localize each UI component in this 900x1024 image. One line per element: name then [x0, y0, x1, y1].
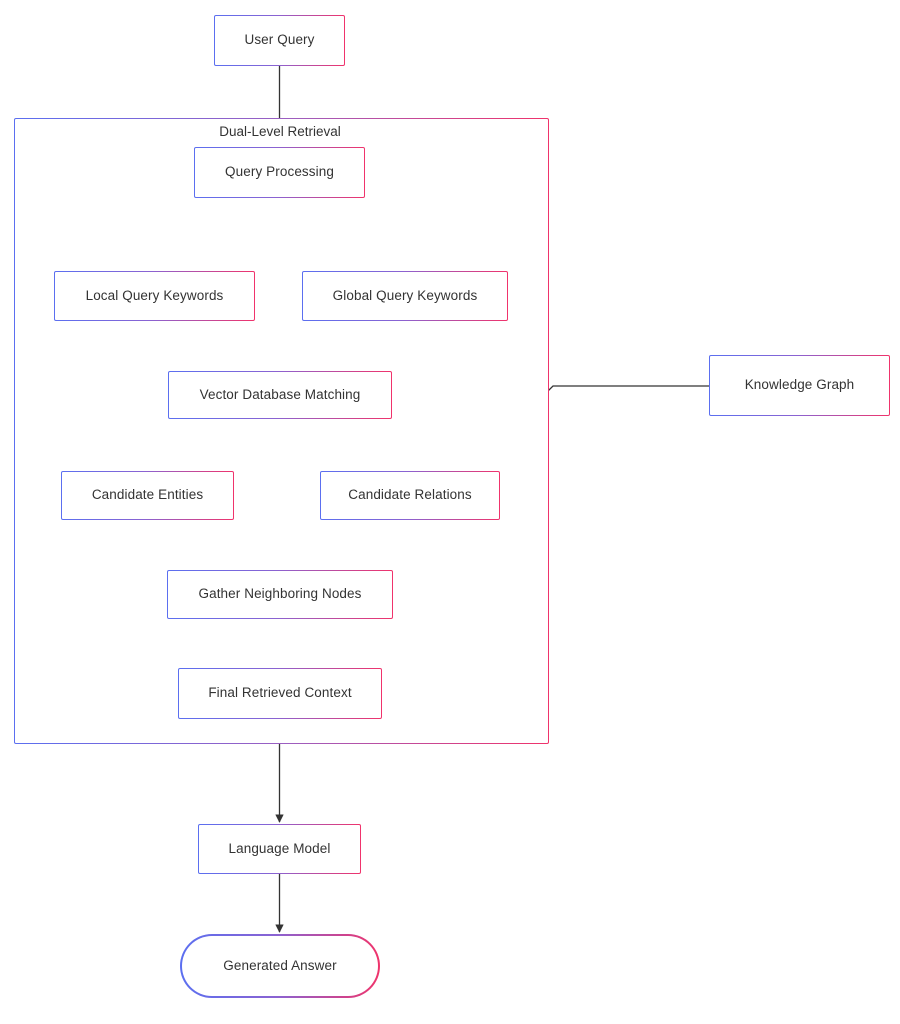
- subgraph-dual-level-retrieval: [14, 118, 549, 744]
- node-final-retrieved-context[interactable]: Final Retrieved Context: [178, 668, 382, 719]
- node-language-model-body: Language Model: [199, 825, 360, 873]
- node-vector-database-matching-label: Vector Database Matching: [199, 386, 361, 402]
- node-final-retrieved-context-label: Final Retrieved Context: [208, 685, 352, 701]
- node-knowledge-graph-body: Knowledge Graph: [710, 356, 889, 415]
- node-gather-neighboring-nodes-body: Gather Neighboring Nodes: [168, 571, 392, 618]
- node-generated-answer[interactable]: Generated Answer: [180, 934, 380, 998]
- node-vector-database-matching[interactable]: Vector Database Matching: [168, 371, 392, 419]
- node-query-processing-label: Query Processing: [225, 164, 334, 180]
- node-candidate-relations-body: Candidate Relations: [321, 472, 499, 519]
- node-language-model[interactable]: Language Model: [198, 824, 361, 874]
- subgraph-body: [15, 119, 548, 743]
- node-generated-answer-body: Generated Answer: [181, 935, 379, 997]
- node-query-processing[interactable]: Query Processing: [194, 147, 365, 198]
- node-candidate-relations[interactable]: Candidate Relations: [320, 471, 500, 520]
- node-candidate-entities[interactable]: Candidate Entities: [61, 471, 234, 520]
- node-language-model-label: Language Model: [228, 840, 331, 856]
- subgraph-title-dual-level-retrieval: Dual-Level Retrieval: [219, 124, 341, 139]
- node-knowledge-graph[interactable]: Knowledge Graph: [709, 355, 890, 416]
- node-candidate-relations-label: Candidate Relations: [348, 487, 472, 503]
- node-gather-neighboring-nodes[interactable]: Gather Neighboring Nodes: [167, 570, 393, 619]
- node-candidate-entities-body: Candidate Entities: [62, 472, 233, 519]
- node-global-query-keywords-body: Global Query Keywords: [303, 272, 507, 320]
- node-user-query[interactable]: User Query: [214, 15, 345, 66]
- node-local-query-keywords-body: Local Query Keywords: [55, 272, 254, 320]
- node-query-processing-body: Query Processing: [195, 148, 364, 197]
- node-generated-answer-label: Generated Answer: [223, 957, 337, 973]
- node-global-query-keywords-label: Global Query Keywords: [332, 287, 478, 303]
- node-candidate-entities-label: Candidate Entities: [91, 487, 204, 503]
- node-knowledge-graph-label: Knowledge Graph: [744, 377, 855, 393]
- node-gather-neighboring-nodes-label: Gather Neighboring Nodes: [198, 586, 362, 602]
- node-global-query-keywords[interactable]: Global Query Keywords: [302, 271, 508, 321]
- node-user-query-body: User Query: [215, 16, 344, 65]
- node-vector-database-matching-body: Vector Database Matching: [169, 372, 391, 418]
- node-local-query-keywords[interactable]: Local Query Keywords: [54, 271, 255, 321]
- node-final-retrieved-context-body: Final Retrieved Context: [179, 669, 381, 718]
- node-user-query-label: User Query: [244, 32, 315, 48]
- node-local-query-keywords-label: Local Query Keywords: [85, 287, 224, 303]
